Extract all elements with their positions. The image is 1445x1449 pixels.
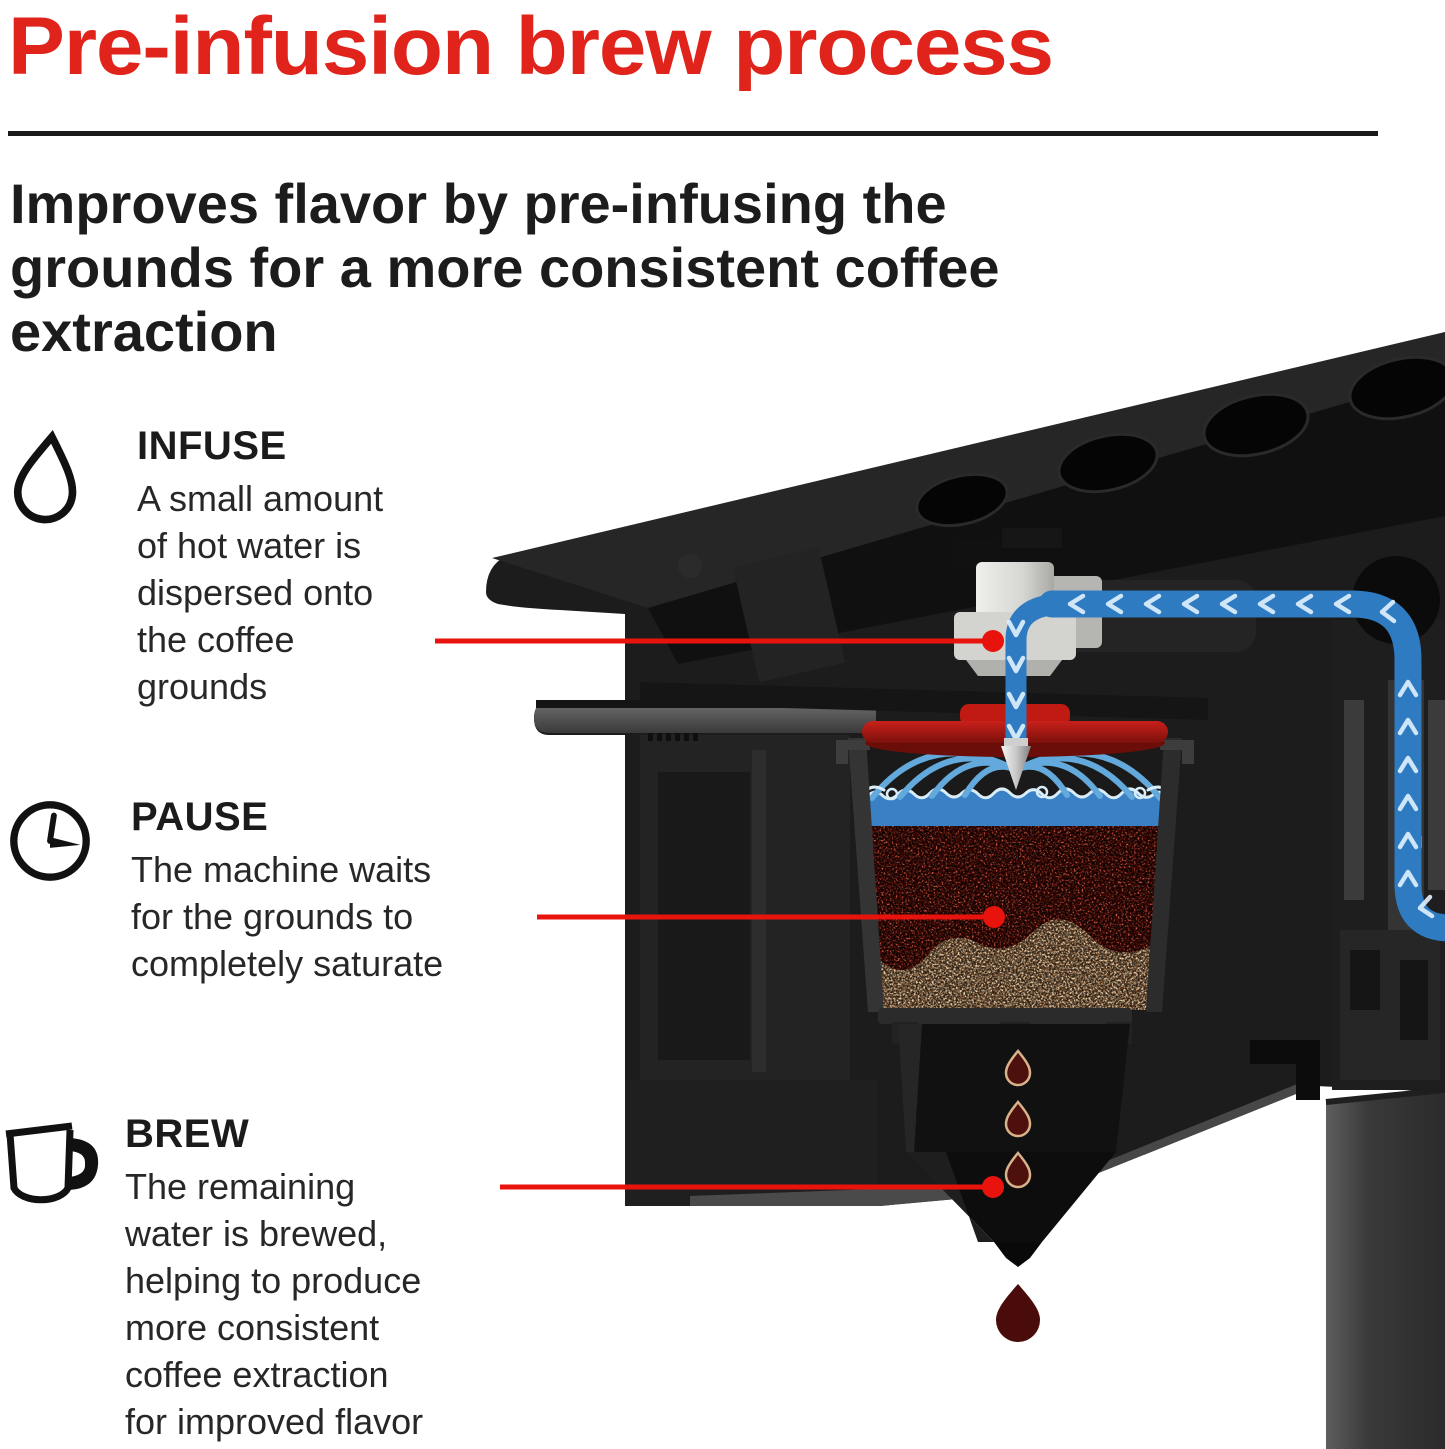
brew-funnel — [898, 1024, 1130, 1267]
falling-coffee-drop — [996, 1284, 1040, 1342]
step-brew-body: The remaining water is brewed, helping t… — [125, 1166, 424, 1442]
wet-coffee-grounds — [870, 820, 1160, 971]
annotation-lines — [435, 630, 1005, 1198]
water-supply-tube — [1005, 590, 1445, 942]
step-infuse: INFUSE A small amount of hot water is di… — [12, 424, 567, 710]
mug-icon — [0, 1122, 100, 1220]
injection-needle — [1001, 738, 1031, 790]
water-layer — [864, 785, 1166, 826]
dry-coffee-grounds — [878, 919, 1150, 1010]
annotation-line-brew — [500, 1176, 1004, 1198]
page-title: Pre-infusion brew process — [8, 1, 1054, 92]
step-infuse-title: INFUSE — [137, 424, 287, 468]
machine-body — [486, 332, 1445, 1206]
flow-arrow-icons — [1006, 593, 1435, 919]
water-spray — [860, 750, 1172, 801]
water-drop-icon — [12, 429, 82, 534]
subtitle: Improves flavor by pre-infusing the grou… — [10, 172, 1000, 363]
coffee-pod — [836, 738, 1194, 1044]
clock-icon — [6, 801, 94, 891]
annotation-line-infuse — [435, 630, 1004, 652]
annotation-line-pause — [537, 906, 1005, 928]
step-pause: PAUSE The machine waits for the grounds … — [6, 795, 561, 987]
step-infuse-body: A small amount of hot water is dispersed… — [137, 478, 384, 707]
step-pause-title: PAUSE — [131, 795, 269, 839]
step-brew-title: BREW — [125, 1112, 250, 1156]
coffee-drip-icons — [1004, 1049, 1032, 1189]
stand-pillar — [1325, 1087, 1445, 1449]
divider-line — [8, 131, 1378, 136]
step-brew: BREW The remaining water is brewed, help… — [0, 1112, 555, 1445]
step-pause-body: The machine waits for the grounds to com… — [131, 849, 444, 984]
pod-bay-openings — [915, 355, 1445, 528]
